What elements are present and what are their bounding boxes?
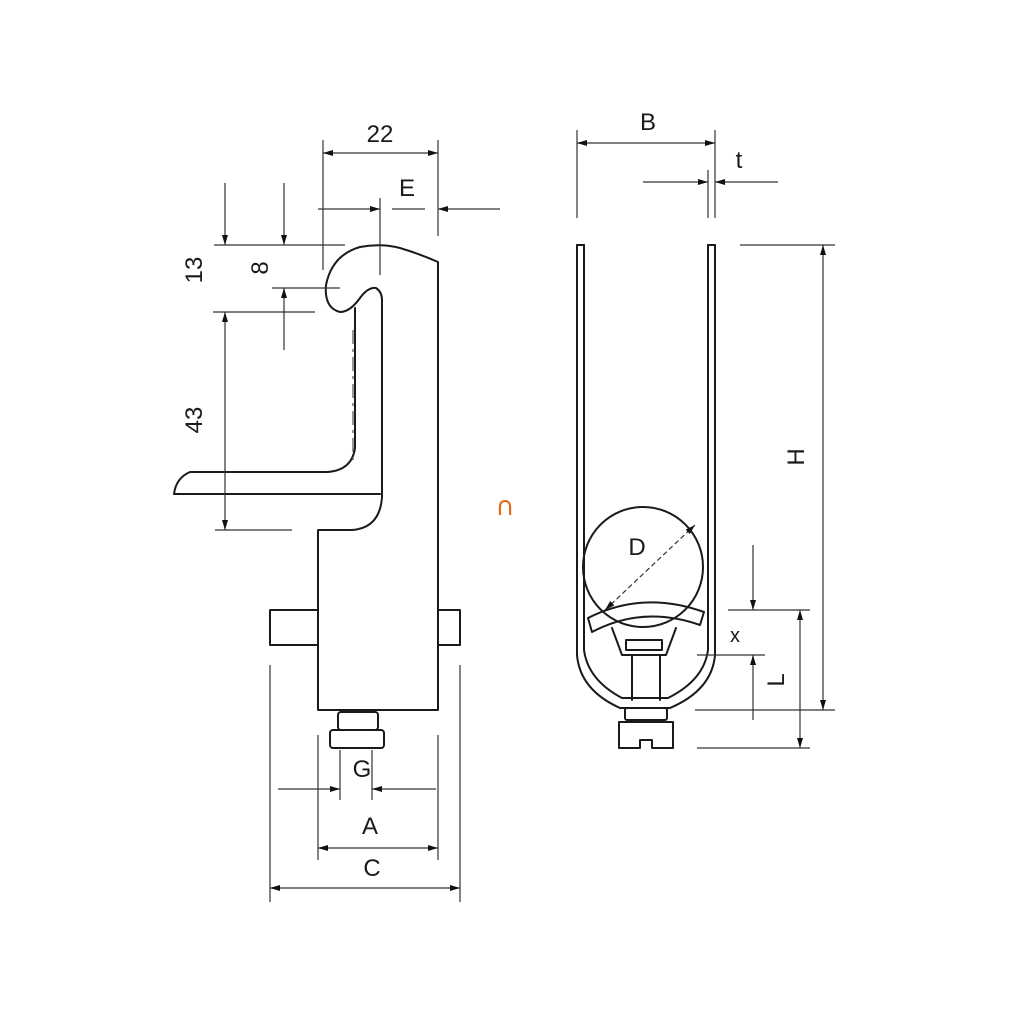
label-22: 22 bbox=[367, 121, 394, 148]
label-8: 8 bbox=[247, 261, 274, 274]
label-43: 43 bbox=[181, 407, 208, 434]
dimension-E: E bbox=[318, 175, 500, 275]
dimension-G: G bbox=[278, 750, 436, 800]
label-A: A bbox=[362, 813, 378, 840]
label-D: D bbox=[628, 534, 645, 561]
label-13: 13 bbox=[181, 257, 208, 284]
dimension-D: D bbox=[604, 524, 696, 611]
side-view: 22 E 13 8 43 bbox=[173, 121, 500, 902]
dimension-x: x bbox=[697, 545, 810, 720]
label-B: B bbox=[640, 109, 656, 136]
cable-circle bbox=[582, 506, 704, 628]
dimension-L: L bbox=[697, 610, 810, 749]
screw bbox=[329, 711, 385, 749]
dimension-A: A bbox=[317, 735, 439, 860]
label-C: C bbox=[363, 855, 380, 882]
clamp-body bbox=[173, 244, 439, 711]
front-screw bbox=[618, 707, 674, 749]
dimension-13: 13 bbox=[181, 183, 345, 283]
label-t: t bbox=[736, 147, 743, 174]
label-G: G bbox=[353, 756, 372, 783]
dimension-t: t bbox=[643, 147, 778, 218]
dimension-8: 8 bbox=[247, 183, 340, 350]
left-pin bbox=[269, 609, 319, 646]
dimension-C: C bbox=[269, 665, 461, 902]
label-x: x bbox=[730, 625, 740, 647]
front-view: D B t H x bbox=[576, 109, 835, 749]
dimension-H: H bbox=[695, 244, 835, 711]
label-E: E bbox=[399, 175, 415, 202]
u-strap bbox=[576, 244, 716, 709]
label-L: L bbox=[763, 673, 790, 686]
right-pin bbox=[437, 609, 461, 646]
label-H: H bbox=[783, 448, 810, 465]
dimension-43: 43 bbox=[181, 311, 315, 531]
dimension-22: 22 bbox=[322, 121, 439, 270]
marker-symbol: ∩ bbox=[495, 492, 514, 522]
dimension-B: B bbox=[576, 109, 716, 218]
